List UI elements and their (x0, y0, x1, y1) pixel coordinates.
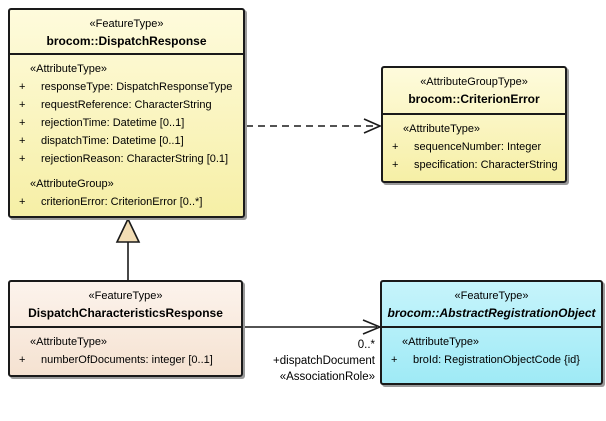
class-stereotype: «AttributeGroupType» (420, 76, 528, 88)
class-stereotype: «FeatureType» (89, 18, 164, 30)
class-attributes: «AttributeType» + broId: RegistrationObj… (382, 328, 601, 369)
class-attributes: «AttributeType» + responseType: Dispatch… (10, 55, 243, 211)
visibility: + (19, 81, 26, 93)
attribute-text: rejectionReason: CharacterString [0.1] (41, 153, 229, 165)
class-name: brocom::AbstractRegistrationObject (387, 306, 596, 320)
attribute-row[interactable]: + broId: RegistrationObjectCode {id} (388, 351, 597, 369)
association-labels: 0..* +dispatchDocument «AssociationRole» (273, 337, 375, 385)
attribute-text: responseType: DispatchResponseType (41, 81, 233, 93)
visibility: + (392, 141, 399, 153)
class-attributes: «AttributeType» + numberOfDocuments: int… (10, 328, 241, 369)
attribute-section-label: «AttributeType» (30, 336, 108, 348)
visibility: + (19, 117, 26, 129)
visibility: + (19, 135, 26, 147)
attribute-row[interactable]: + rejectionReason: CharacterString [0.1] (16, 150, 239, 168)
class-name: brocom::CriterionError (408, 92, 540, 106)
attribute-row[interactable]: + rejectionTime: Datetime [0..1] (16, 114, 239, 132)
class-header: «AttributeGroupType» brocom::CriterionEr… (383, 68, 565, 115)
attribute-row[interactable]: + dispatchTime: Datetime [0..1] (16, 132, 239, 150)
attribute-row[interactable]: + criterionError: CriterionError [0..*] (16, 193, 239, 211)
class-header: «FeatureType» brocom::AbstractRegistrati… (382, 282, 601, 328)
class-criterion-error[interactable]: «AttributeGroupType» brocom::CriterionEr… (381, 66, 567, 183)
class-name: brocom::DispatchResponse (46, 34, 207, 48)
association-role-name: +dispatchDocument (273, 355, 375, 367)
attribute-group-section-label: «AttributeGroup» (30, 178, 114, 190)
visibility: + (19, 153, 26, 165)
visibility: + (392, 159, 399, 171)
visibility: + (19, 196, 26, 208)
class-dispatch-response[interactable]: «FeatureType» brocom::DispatchResponse «… (8, 8, 245, 218)
attribute-text: dispatchTime: Datetime [0..1] (41, 135, 184, 147)
attribute-text: numberOfDocuments: integer [0..1] (41, 354, 213, 366)
attribute-section-label: «AttributeType» (30, 63, 108, 75)
attribute-text: broId: RegistrationObjectCode {id} (413, 354, 580, 366)
attribute-section-label: «AttributeType» (403, 123, 481, 135)
attribute-text: requestReference: CharacterString (41, 99, 212, 111)
class-stereotype: «FeatureType» (88, 290, 163, 302)
class-stereotype: «FeatureType» (454, 290, 529, 302)
attribute-row[interactable]: + specification: CharacterString (389, 156, 561, 174)
class-header: «FeatureType» brocom::DispatchResponse (10, 10, 243, 55)
attribute-section-label: «AttributeType» (402, 336, 480, 348)
class-name: DispatchCharacteristicsResponse (28, 306, 223, 320)
attribute-row[interactable]: + sequenceNumber: Integer (389, 138, 561, 156)
attribute-text: specification: CharacterString (414, 159, 558, 171)
class-dispatch-characteristics-response[interactable]: «FeatureType» DispatchCharacteristicsRes… (8, 280, 243, 377)
visibility: + (391, 354, 398, 366)
visibility: + (19, 354, 26, 366)
attribute-text: criterionError: CriterionError [0..*] (41, 196, 203, 208)
attribute-text: rejectionTime: Datetime [0..1] (41, 117, 185, 129)
attribute-row[interactable]: + responseType: DispatchResponseType (16, 78, 239, 96)
association-multiplicity: 0..* (357, 339, 375, 351)
attribute-row[interactable]: + requestReference: CharacterString (16, 96, 239, 114)
class-abstract-registration-object[interactable]: «FeatureType» brocom::AbstractRegistrati… (380, 280, 603, 385)
attribute-row[interactable]: + numberOfDocuments: integer [0..1] (16, 351, 237, 369)
association-stereotype: «AssociationRole» (279, 371, 375, 383)
attribute-text: sequenceNumber: Integer (414, 141, 542, 153)
generalization-connector[interactable] (115, 217, 141, 280)
class-header: «FeatureType» DispatchCharacteristicsRes… (10, 282, 241, 328)
visibility: + (19, 99, 26, 111)
class-attributes: «AttributeType» + sequenceNumber: Intege… (383, 115, 565, 174)
dependency-connector[interactable] (246, 118, 382, 134)
association-connector[interactable] (244, 319, 383, 335)
